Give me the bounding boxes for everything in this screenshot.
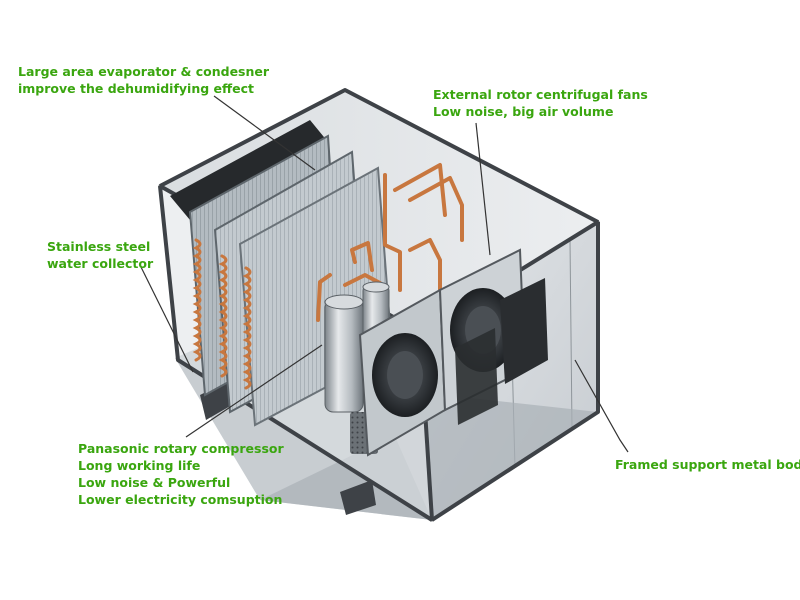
copper-coil-bends bbox=[192, 238, 252, 390]
callout-compressor-line2: Long working life bbox=[78, 458, 201, 473]
callout-water-collector: Stainless steel water collector bbox=[47, 238, 153, 272]
callout-fans-line2: Low noise, big air volume bbox=[433, 104, 614, 119]
support-feet bbox=[200, 380, 376, 515]
callout-centrifugal-fans: External rotor centrifugal fans Low nois… bbox=[433, 86, 648, 120]
callout-leader-lines bbox=[139, 95, 629, 453]
callout-evaporator-line1: Large area evaporator & condesner bbox=[18, 64, 270, 79]
leader-compressor bbox=[185, 344, 323, 438]
callout-body-line1: Framed support metal body bbox=[615, 457, 800, 472]
leader-body bbox=[574, 359, 629, 453]
callout-collector-line1: Stainless steel bbox=[47, 239, 151, 254]
callout-evaporator-line2: improve the dehumidifying effect bbox=[18, 81, 254, 96]
callout-evaporator-condenser: Large area evaporator & condesner improv… bbox=[18, 63, 269, 97]
callout-compressor-line3: Low noise & Powerful bbox=[78, 475, 231, 490]
callout-compressor: Panasonic rotary compressor Long working… bbox=[78, 440, 284, 508]
leader-fans bbox=[475, 122, 491, 256]
leader-collector bbox=[139, 264, 194, 373]
callout-collector-line2: water collector bbox=[47, 256, 154, 271]
callout-metal-body: Framed support metal body bbox=[615, 456, 800, 473]
callout-compressor-line1: Panasonic rotary compressor bbox=[78, 441, 284, 456]
callout-compressor-line4: Lower electricity comsuption bbox=[78, 492, 283, 507]
leader-evaporator bbox=[213, 95, 316, 171]
callout-fans-line1: External rotor centrifugal fans bbox=[433, 87, 648, 102]
centrifugal-fans bbox=[358, 248, 548, 457]
copper-pipework bbox=[316, 163, 464, 322]
